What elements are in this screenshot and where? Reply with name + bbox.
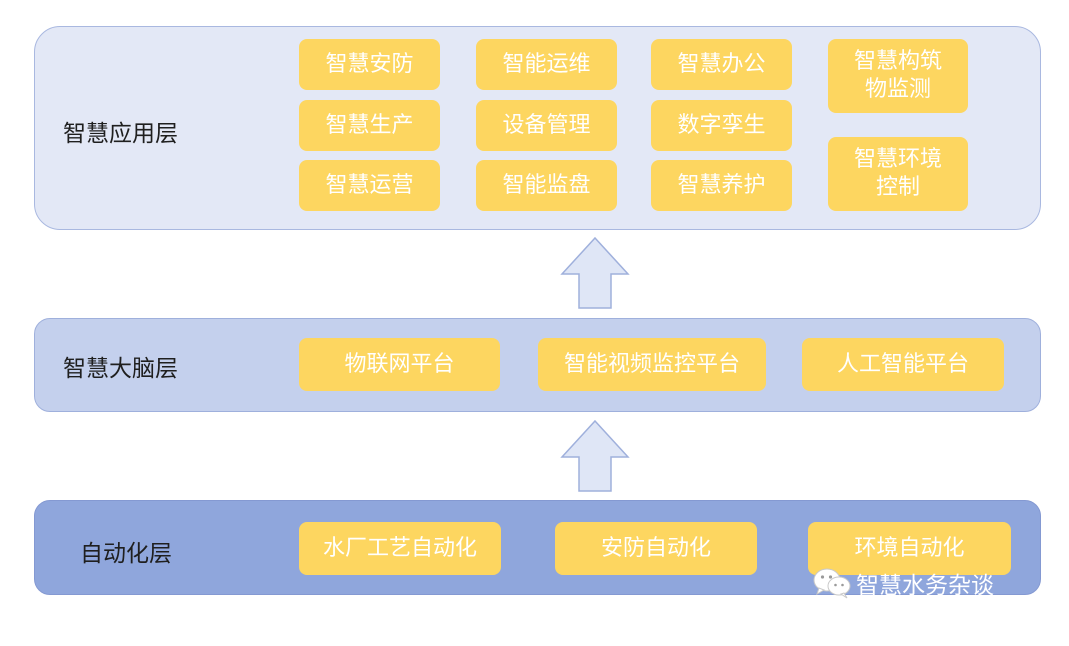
automation-layer-title: 自动化层 (80, 541, 172, 567)
brain-layer-title: 智慧大脑层 (63, 356, 178, 382)
brain-item-ai-platform: 人工智能平台 (802, 338, 1004, 391)
app-item-smart-maintenance: 智慧养护 (651, 160, 792, 211)
auto-item-water-plant: 水厂工艺自动化 (299, 522, 501, 575)
up-arrow-icon (560, 419, 630, 492)
brain-item-video-platform: 智能视频监控平台 (538, 338, 766, 391)
watermark: 智慧水务杂谈 (812, 566, 994, 600)
watermark-text: 智慧水务杂谈 (856, 573, 994, 599)
app-item-smart-operation: 智慧运营 (299, 160, 440, 211)
auto-item-security: 安防自动化 (555, 522, 757, 575)
up-arrow-icon (560, 236, 630, 309)
brain-item-iot-platform: 物联网平台 (299, 338, 500, 391)
wechat-icon (813, 568, 851, 599)
app-item-digital-twin: 数字孪生 (651, 100, 792, 151)
app-item-smart-office: 智慧办公 (651, 39, 792, 90)
app-item-smart-monitoring: 智能监盘 (476, 160, 617, 211)
app-item-environment-control: 智慧环境 控制 (828, 137, 968, 211)
auto-item-environment: 环境自动化 (808, 522, 1011, 575)
app-item-smart-ops: 智能运维 (476, 39, 617, 90)
app-item-smart-production: 智慧生产 (299, 100, 440, 151)
app-item-structure-monitoring: 智慧构筑 物监测 (828, 39, 968, 113)
application-layer-title: 智慧应用层 (63, 121, 178, 147)
app-item-smart-security: 智慧安防 (299, 39, 440, 90)
app-item-equipment-management: 设备管理 (476, 100, 617, 151)
